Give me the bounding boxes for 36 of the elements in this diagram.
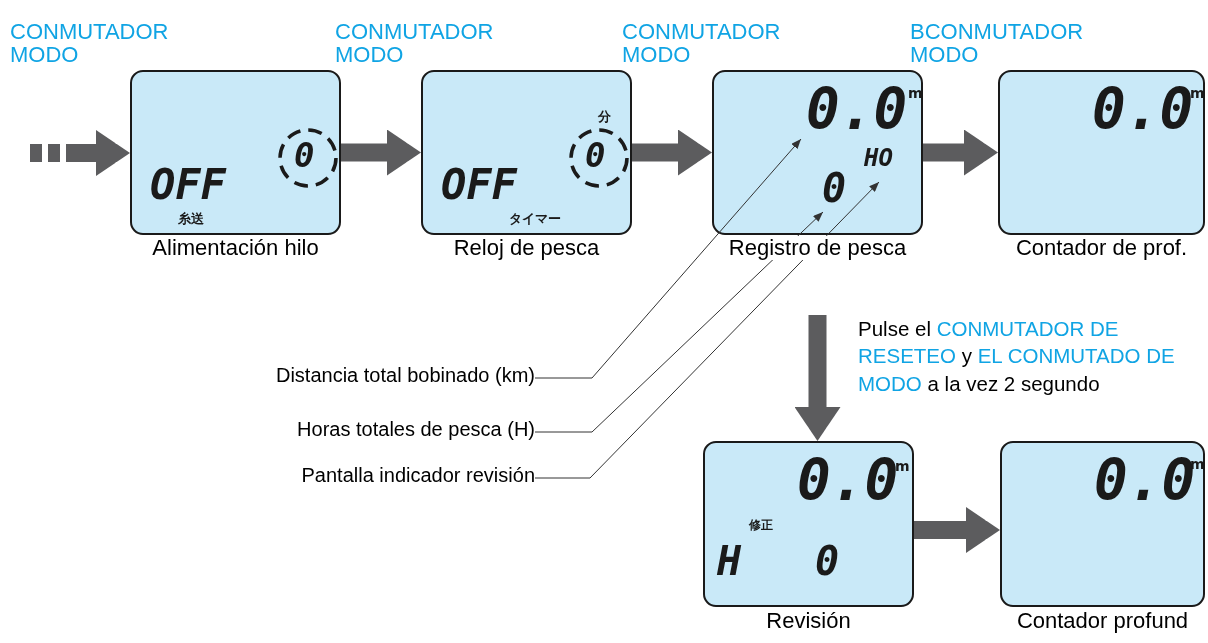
lcd-digits: H [717, 541, 742, 581]
callout-text: Horas totales de pesca (H) [120, 417, 535, 443]
lcd-screen [130, 70, 341, 235]
edge-label: CONMUTADOR MODO [10, 20, 170, 67]
lcd-screen [1000, 441, 1205, 607]
leader-line [534, 211, 824, 433]
lcd-digits: 0 [815, 541, 840, 581]
block-arrow [341, 129, 421, 176]
block-arrow [923, 129, 998, 176]
lcd-screen [998, 70, 1205, 235]
lcd-indicator-text: 分 [598, 110, 611, 123]
unit-label: m [908, 86, 923, 100]
lcd-digits: 0 [585, 138, 606, 172]
callout-text: Distancia total bobinado (km) [120, 363, 535, 389]
lcd-indicator-text: 修正 [749, 519, 773, 531]
edge-label: BCONMUTADOR MODO [910, 19, 1085, 66]
instruction-note: Pulse el CONMUTADOR DE RESETEO y EL CONMUTADO DE MODO a la vez 2 segundo [858, 316, 1176, 397]
lcd-indicator-text: 糸送 [178, 212, 204, 225]
block-arrow [914, 507, 1000, 553]
lcd-digits: HO [864, 146, 893, 170]
lcd-indicator-text: タイマー [509, 212, 561, 225]
block-arrow [632, 129, 712, 176]
lcd-digits: OFF [441, 164, 517, 206]
lcd-digits: 0.0 [806, 82, 908, 138]
callout-text: Pantalla indicador revisión [120, 463, 535, 489]
block-arrow [30, 130, 130, 176]
lcd-screen [703, 441, 914, 607]
lcd-digits: 0 [294, 138, 315, 172]
leader-line [534, 181, 880, 479]
lcd-screen [421, 70, 632, 235]
lcd-digits: OFF [150, 164, 226, 206]
lcd-screen [712, 70, 923, 235]
edge-label: CONMUTADOR MODO [335, 19, 495, 66]
lcd-digits: 0 [822, 168, 847, 208]
leader-line [534, 138, 802, 379]
edge-label: CONMUTADOR MODO [622, 19, 782, 66]
